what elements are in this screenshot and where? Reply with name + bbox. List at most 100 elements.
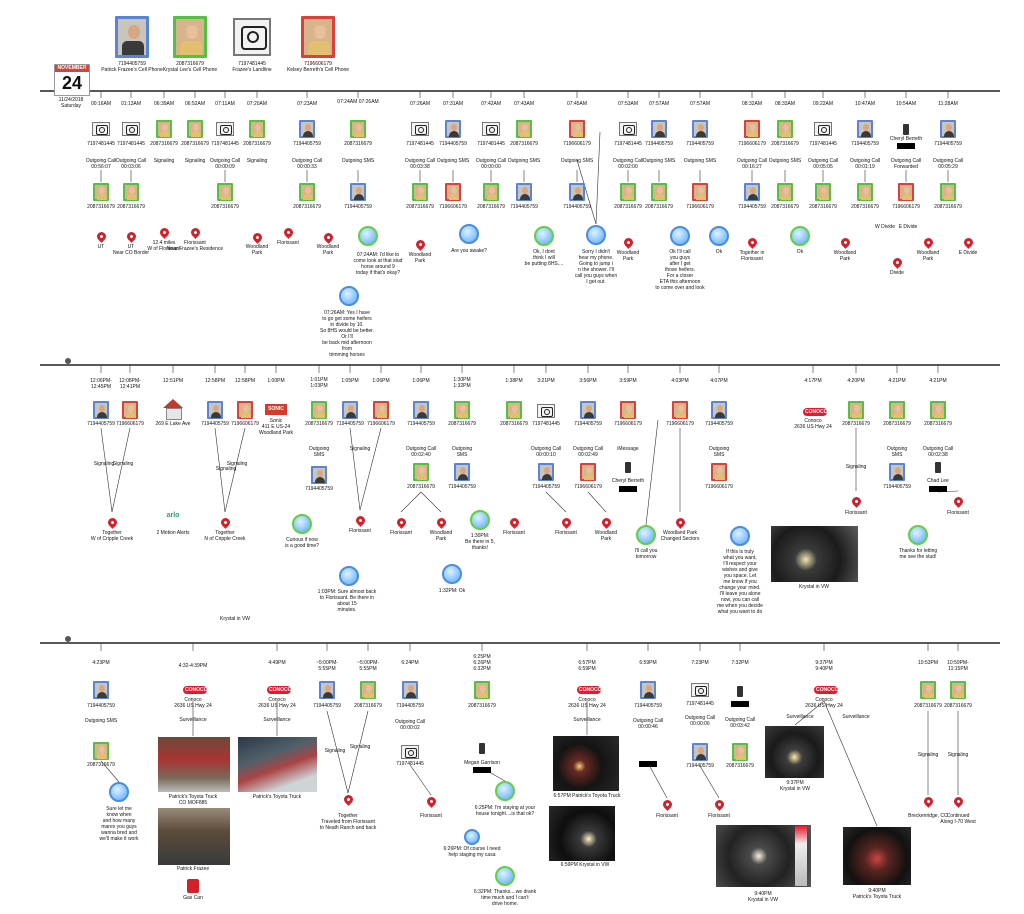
connector-line	[587, 491, 607, 513]
event-time: 6:24PM	[401, 660, 419, 666]
surveillance-photo	[843, 827, 911, 885]
location-label: Florissant	[420, 813, 442, 819]
event-time: 4:49PM	[268, 660, 286, 666]
avatar	[950, 681, 966, 699]
landline-phone-icon	[216, 122, 234, 136]
phone-number: 7196606179	[367, 421, 395, 427]
calendar-day: 24	[61, 73, 83, 93]
phone-number: 2087316679	[914, 703, 942, 709]
event-type: Outgoing SMS	[560, 158, 594, 164]
message-bubble-icon	[534, 226, 554, 246]
location-label: 2 Motion Alerts	[156, 530, 190, 536]
cellphone-icon	[479, 743, 485, 754]
avatar	[692, 743, 708, 761]
event-time: ~5:00PM-5:55PM	[316, 660, 338, 672]
surveillance-photo	[158, 808, 230, 865]
landline-phone-icon	[233, 18, 271, 56]
event-time: 01:13AM	[120, 101, 142, 107]
avatar	[319, 681, 335, 699]
message-text: Are you awake?	[451, 248, 487, 254]
avatar	[506, 401, 522, 419]
avatar	[311, 401, 327, 419]
phone-number: 7194405759	[313, 703, 341, 709]
landline-phone-icon	[122, 122, 140, 136]
event-time: 12:51PM	[162, 378, 184, 384]
connector-line	[214, 427, 226, 513]
surveillance-photo	[771, 526, 858, 582]
phone-number: 7194405759	[439, 141, 467, 147]
location-label: UT	[97, 244, 105, 250]
location-label: Florissant	[390, 530, 412, 536]
photo-caption: 6:59PM Krystal in VW	[560, 862, 610, 868]
avatar	[217, 183, 233, 201]
message-bubble-icon	[339, 286, 359, 306]
event-type: Outgoing SMS	[84, 718, 118, 724]
connector-line	[400, 491, 422, 513]
landline-phone-icon	[411, 122, 429, 136]
avatar	[651, 183, 667, 201]
event-time: 07:24AM 07:26AM	[337, 99, 379, 105]
phone-number: 7194405759	[934, 141, 962, 147]
event-type: Signaling	[226, 461, 248, 467]
event-time: 07:43AM	[513, 101, 535, 107]
phone-number: 2087316679	[645, 204, 673, 210]
legend-label: Patrick Frazee's Cell Phone	[101, 67, 163, 73]
avatar	[857, 183, 873, 201]
phone-number: 7196606179	[686, 204, 714, 210]
landline-phone-icon	[537, 404, 555, 418]
avatar	[402, 681, 418, 699]
event-type: Surveillance	[573, 717, 601, 723]
avatar	[350, 183, 366, 201]
connector-line	[224, 427, 246, 513]
event-type: Outgoing SMS	[683, 158, 717, 164]
location-label: Florissant	[349, 528, 371, 534]
phone-number: 7194405759	[705, 421, 733, 427]
photo-caption: Krystal in VW	[798, 584, 830, 590]
event-time: 4:17PM	[804, 378, 822, 384]
event-time: 07:26AM	[409, 101, 431, 107]
connector-line	[100, 427, 113, 513]
avatar	[889, 401, 905, 419]
connector-line	[409, 764, 432, 796]
phone-number: 2087316679	[771, 204, 799, 210]
event-time: 08:32AM	[741, 101, 763, 107]
message-bubble-icon	[908, 525, 928, 545]
connector-line	[326, 710, 349, 794]
avatar	[744, 183, 760, 201]
event-type: Surveillance	[263, 717, 291, 723]
phone-number: 7194405759	[532, 484, 560, 490]
event-type: Signaling	[112, 461, 134, 467]
legend-label: Frazee's Landline	[232, 67, 272, 73]
surveillance-photo	[765, 726, 824, 778]
message-text: Ok	[796, 249, 804, 255]
avatar	[311, 466, 327, 484]
phone-number: 7196606179	[705, 484, 733, 490]
message-bubble-icon	[292, 514, 312, 534]
avatar	[93, 742, 109, 760]
event-type: Signaling	[917, 752, 939, 758]
event-time: 1:06PM	[412, 378, 430, 384]
surveillance-photo	[238, 737, 317, 792]
photo-caption: Patrick Frazee	[176, 866, 210, 872]
connector-line	[111, 427, 131, 513]
